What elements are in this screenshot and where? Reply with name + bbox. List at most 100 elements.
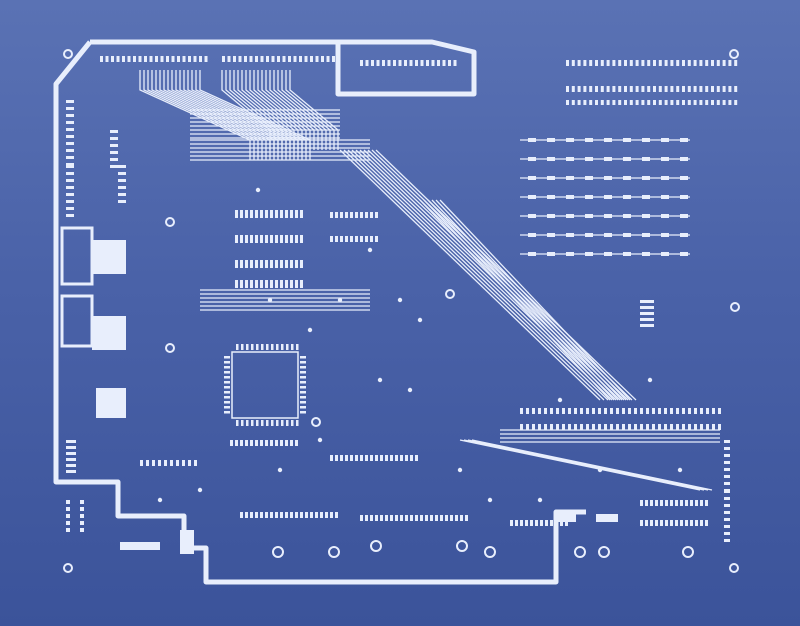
solder-pad — [661, 138, 669, 142]
solder-pad — [335, 455, 338, 461]
solder-pad — [682, 424, 685, 430]
mounting-hole — [328, 546, 340, 558]
solder-pad — [555, 520, 558, 526]
mounting-hole — [456, 540, 468, 552]
solder-pad — [604, 408, 607, 414]
via — [367, 247, 373, 253]
solder-pad — [300, 280, 303, 288]
trace-bus — [147, 70, 259, 160]
solder-pad — [695, 520, 698, 526]
solder-pad — [66, 100, 74, 103]
solder-pad — [271, 56, 275, 62]
solder-pad — [66, 464, 76, 467]
mounting-hole — [445, 289, 455, 299]
solder-pad — [281, 344, 284, 350]
solder-pad — [724, 440, 730, 443]
solder-pad — [370, 212, 373, 218]
solder-pad — [118, 200, 126, 203]
solder-pad — [300, 356, 306, 359]
solder-pad — [360, 236, 363, 242]
solder-pad — [544, 424, 547, 430]
solder-pad — [652, 424, 655, 430]
solder-pad — [275, 512, 278, 518]
solder-pad — [510, 520, 513, 526]
solder-pad — [550, 520, 553, 526]
solder-pad — [66, 440, 76, 443]
solder-pad — [532, 424, 535, 430]
solder-pad — [275, 235, 278, 243]
solder-pad — [658, 60, 662, 66]
solder-pad — [653, 60, 656, 66]
connector-pad — [596, 514, 618, 522]
mounting-hole — [63, 49, 73, 59]
solder-pad — [565, 520, 568, 526]
solder-pad — [680, 214, 688, 218]
solder-pad — [295, 210, 298, 218]
solder-pad — [440, 515, 443, 521]
copper-pour — [60, 226, 94, 286]
solder-pad — [245, 210, 248, 218]
solder-pad — [585, 252, 593, 256]
solder-pad — [724, 532, 730, 535]
mounting-hole — [272, 546, 284, 558]
trace-bus — [427, 199, 619, 401]
solder-pad — [66, 172, 74, 175]
solder-pad — [589, 60, 593, 66]
solder-pad — [642, 252, 650, 256]
trace-bus — [471, 439, 713, 491]
solder-pad — [700, 500, 703, 506]
solder-pad — [265, 235, 268, 243]
solder-pad — [437, 60, 440, 66]
via — [647, 377, 653, 383]
solder-pad — [340, 212, 343, 218]
solder-pad — [618, 86, 622, 92]
solder-pad — [566, 195, 574, 199]
solder-pad — [431, 60, 435, 66]
via — [307, 327, 313, 333]
solder-pad — [140, 460, 143, 466]
solder-pad — [300, 235, 303, 243]
trace-bus — [419, 199, 611, 401]
solder-pad — [295, 280, 298, 288]
solder-pad — [520, 424, 523, 430]
solder-pad — [260, 210, 263, 218]
solder-pad — [712, 424, 715, 430]
solder-pad — [634, 408, 637, 414]
mounting-hole — [165, 217, 175, 227]
solder-pad — [66, 149, 74, 152]
solder-pad — [640, 424, 643, 430]
solder-pad — [526, 424, 529, 430]
solder-pad — [430, 515, 433, 521]
solder-pad — [345, 236, 348, 242]
mounting-hole — [63, 563, 73, 573]
solder-pad — [138, 56, 142, 62]
solder-pad — [700, 520, 703, 526]
solder-pad — [224, 361, 230, 364]
solder-pad — [265, 260, 268, 268]
solder-pad — [110, 165, 118, 168]
solder-pad — [245, 440, 248, 446]
solder-pad — [295, 440, 298, 446]
solder-pad — [688, 408, 691, 414]
solder-pad — [250, 260, 253, 268]
solder-pad — [600, 60, 604, 66]
solder-pad — [315, 512, 318, 518]
solder-pad — [345, 455, 348, 461]
solder-pad — [270, 512, 273, 518]
solder-pad — [618, 100, 622, 105]
solder-pad — [640, 324, 654, 327]
solder-pad — [586, 424, 589, 430]
solder-pad — [250, 280, 253, 288]
via — [157, 497, 163, 503]
solder-pad — [296, 344, 299, 350]
solder-pad — [586, 408, 589, 414]
solder-pad — [670, 424, 673, 430]
solder-pad — [680, 520, 683, 526]
solder-pad — [693, 100, 697, 105]
solder-pad — [224, 376, 230, 379]
solder-pad — [580, 424, 583, 430]
solder-pad — [170, 460, 173, 466]
solder-pad — [255, 56, 258, 62]
solder-pad — [635, 60, 639, 66]
via — [317, 437, 323, 443]
